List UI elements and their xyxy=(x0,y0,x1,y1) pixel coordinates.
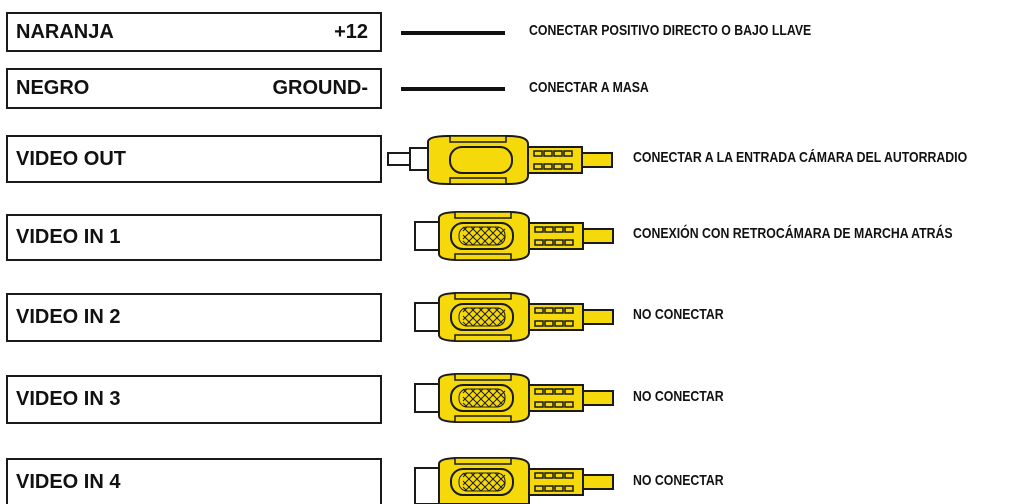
wire-label-box-video-in-2: VIDEO IN 2 xyxy=(6,293,382,342)
wire-value: +12 xyxy=(334,20,368,43)
wire-description: NO CONECTAR xyxy=(633,472,724,489)
wire-label-box-video-in-3: VIDEO IN 3 xyxy=(6,375,382,424)
wire-label: NEGRO xyxy=(16,77,90,99)
wire-description: CONECTAR POSITIVO DIRECTO O BAJO LLAVE xyxy=(529,22,812,39)
rca-male-plug-icon xyxy=(387,135,613,185)
rca-female-jack-icon xyxy=(414,292,614,342)
wire-label: VIDEO OUT xyxy=(16,147,127,170)
wire-description: CONECTAR A LA ENTRADA CÁMARA DEL AUTORRA… xyxy=(633,149,968,166)
wire-label: VIDEO IN 3 xyxy=(16,388,121,410)
wire-description: CONEXIÓN CON RETROCÁMARA DE MARCHA ATRÁS xyxy=(633,225,953,242)
wire-label-box-video-in-4: VIDEO IN 4 xyxy=(6,458,382,504)
rca-female-jack-icon xyxy=(414,373,614,423)
wire-label-box-negro: NEGRO GROUND- xyxy=(6,68,382,109)
wire-line-negro xyxy=(401,87,505,91)
wire-label: VIDEO IN 2 xyxy=(16,306,121,328)
wire-description: CONECTAR A MASA xyxy=(529,79,649,96)
rca-female-jack-icon xyxy=(414,211,614,261)
wire-label: NARANJA xyxy=(16,20,114,43)
wire-line-naranja xyxy=(401,31,505,35)
wire-label-box-naranja: NARANJA +12 xyxy=(6,12,382,52)
wire-description: NO CONECTAR xyxy=(633,388,724,405)
wire-label: VIDEO IN 4 xyxy=(16,470,121,493)
wire-label: VIDEO IN 1 xyxy=(16,226,121,248)
wire-label-box-video-in-1: VIDEO IN 1 xyxy=(6,214,382,261)
wire-label-box-video-out: VIDEO OUT xyxy=(6,135,382,183)
wire-description: NO CONECTAR xyxy=(633,306,724,323)
rca-female-jack-icon xyxy=(414,457,614,504)
wire-value: GROUND- xyxy=(272,77,368,99)
